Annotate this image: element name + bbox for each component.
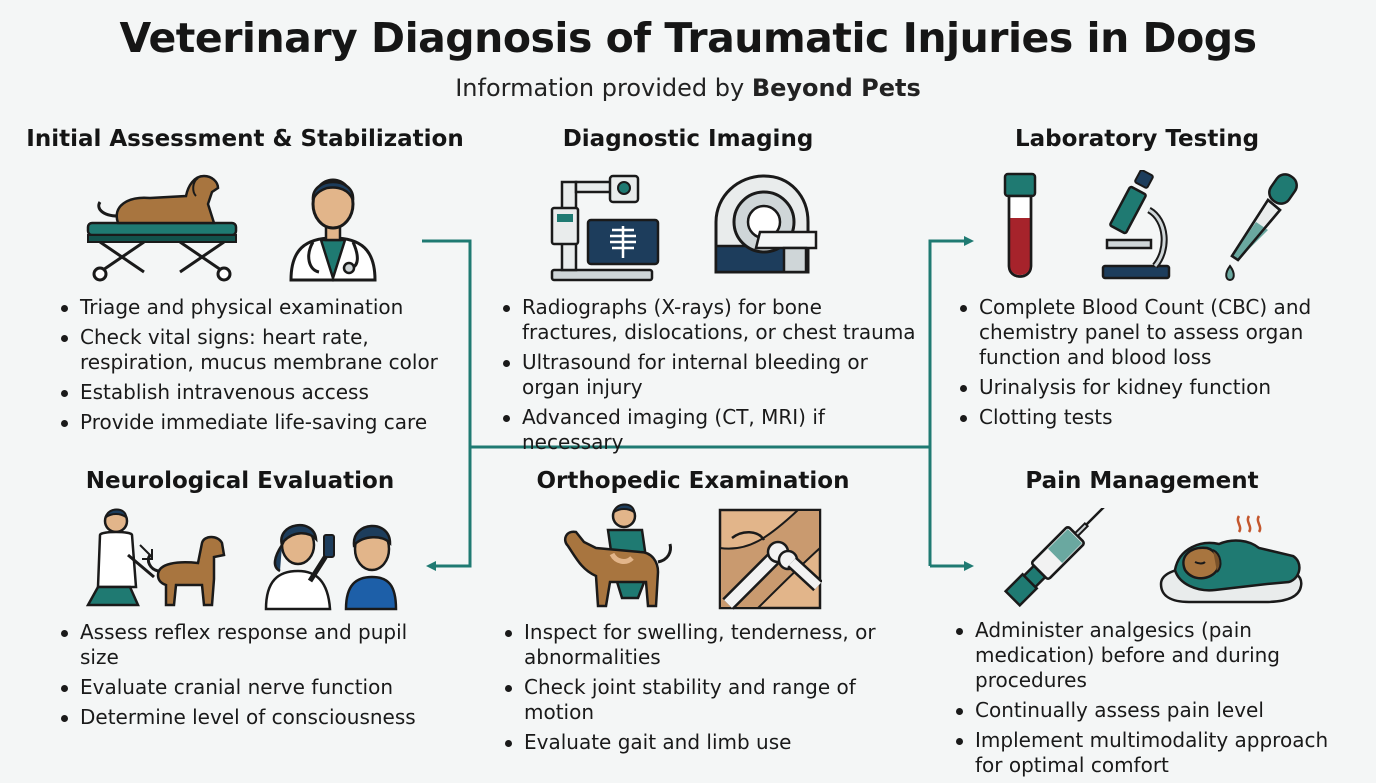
bullet-list-ortho: Inspect for swelling, tenderness, or abn… — [502, 620, 912, 760]
resting-dog-icon — [1159, 515, 1303, 604]
list-item: Evaluate gait and limb use — [502, 730, 912, 755]
list-item: Provide immediate life-saving care — [58, 410, 448, 435]
dropper-icon — [1225, 173, 1298, 282]
connector-right-upper — [928, 236, 974, 566]
veterinarian-icon — [289, 178, 377, 282]
ct-scanner-icon — [714, 174, 818, 274]
section-title-ortho: Orthopedic Examination — [536, 468, 850, 494]
list-item: Radiographs (X-rays) for bone fractures,… — [500, 295, 920, 345]
pupil-exam-icon — [264, 524, 398, 611]
list-item: Ultrasound for internal bleeding or orga… — [500, 350, 920, 400]
joint-icon — [718, 508, 822, 610]
section-title-lab: Laboratory Testing — [1014, 126, 1260, 152]
x-ray-machine-icon — [550, 174, 660, 282]
bullet-list-neuro: Assess reflex response and pupil size Ev… — [58, 620, 438, 735]
section-title-pain: Pain Management — [1025, 468, 1259, 494]
section-title-initial: Initial Assessment & Stabilization — [26, 126, 464, 152]
bullet-list-initial: Triage and physical examination Check vi… — [58, 295, 448, 440]
list-item: Urinalysis for kidney function — [957, 375, 1337, 400]
syringe-icon — [1003, 508, 1106, 608]
bullet-list-lab: Complete Blood Count (CBC) and chemistry… — [957, 295, 1337, 435]
microscope-icon — [1101, 170, 1171, 280]
bullet-list-imaging: Radiographs (X-rays) for bone fractures,… — [500, 295, 920, 460]
list-item: Establish intravenous access — [58, 380, 448, 405]
subtitle-prefix: Information provided by — [455, 74, 752, 102]
bullet-list-pain: Administer analgesics (pain medication) … — [953, 618, 1343, 783]
list-item: Evaluate cranial nerve function — [58, 675, 438, 700]
section-title-imaging: Diagnostic Imaging — [562, 126, 814, 152]
list-item: Inspect for swelling, tenderness, or abn… — [502, 620, 912, 670]
vet-examining-dog-icon — [564, 503, 672, 608]
list-item: Determine level of consciousness — [58, 705, 438, 730]
section-title-neuro: Neurological Evaluation — [85, 468, 395, 494]
list-item: Continually assess pain level — [953, 698, 1343, 723]
list-item: Advanced imaging (CT, MRI) if necessary — [500, 405, 920, 455]
blood-tube-icon — [1003, 172, 1037, 278]
list-item: Clotting tests — [957, 405, 1337, 430]
page-subtitle: Information provided by Beyond Pets — [0, 74, 1376, 102]
brand-name: Beyond Pets — [751, 74, 921, 102]
list-item: Check vital signs: heart rate, respirati… — [58, 325, 448, 375]
list-item: Complete Blood Count (CBC) and chemistry… — [957, 295, 1337, 370]
list-item: Implement multimodality approach for opt… — [953, 728, 1343, 778]
vet-reflex-test-icon — [85, 508, 226, 607]
list-item: Check joint stability and range of motio… — [502, 675, 912, 725]
list-item: Assess reflex response and pupil size — [58, 620, 438, 670]
connector-main — [422, 239, 472, 571]
list-item: Administer analgesics (pain medication) … — [953, 618, 1343, 693]
dog-on-stretcher-icon — [86, 174, 238, 282]
page-title: Veterinary Diagnosis of Traumatic Injuri… — [119, 14, 1258, 62]
list-item: Triage and physical examination — [58, 295, 448, 320]
